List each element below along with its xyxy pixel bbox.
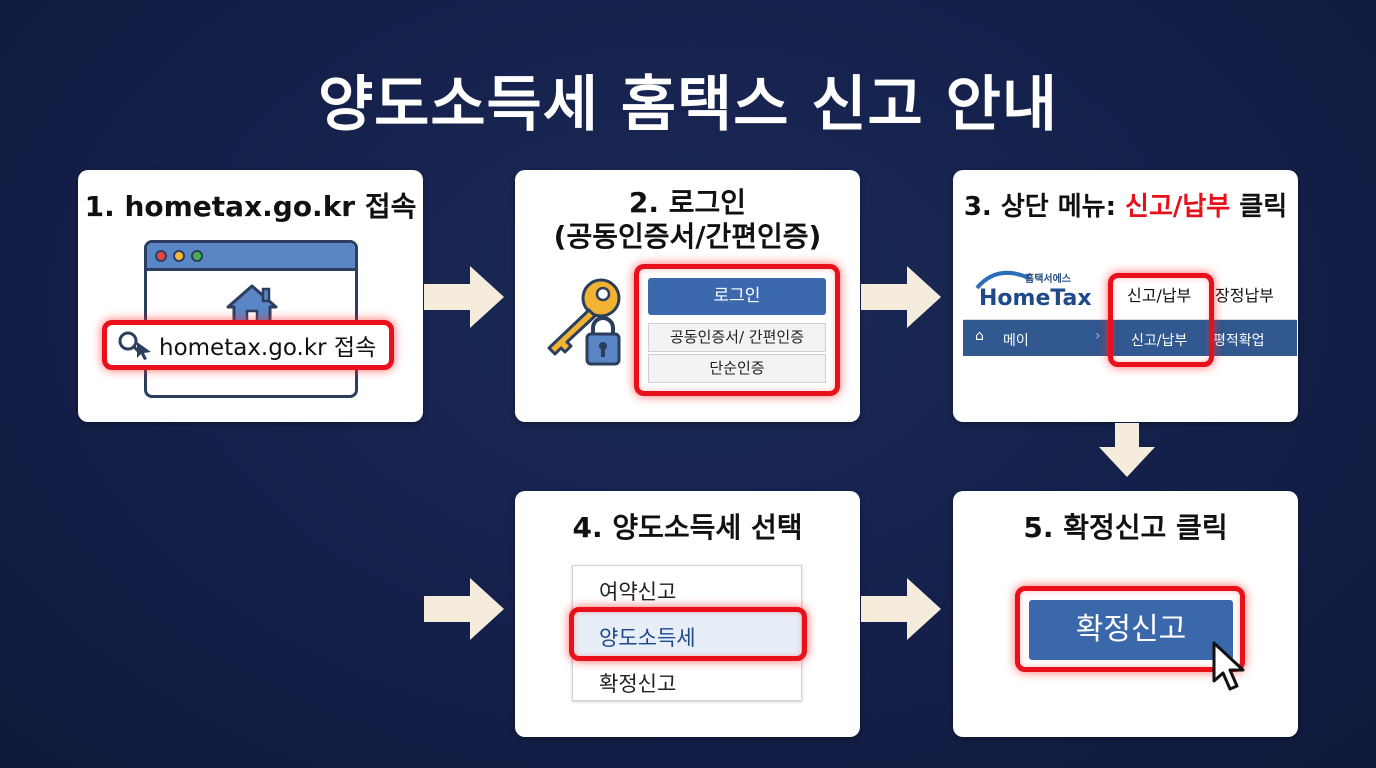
step-5-card: 5. 확정신고 클릭 확정신고 <box>953 491 1298 737</box>
close-dot <box>155 250 167 262</box>
login-highlight <box>634 264 840 396</box>
final-filing-button[interactable]: 확정신고 <box>1029 600 1233 660</box>
step-1-title: 1. hometax.go.kr 접속 <box>84 190 417 223</box>
step-3-card: 3. 상단 메뉴: 신고/납부 클릭 홈택서에스 HomeTax 신고/납부 장… <box>953 170 1298 422</box>
capital-gains-highlight <box>569 607 807 661</box>
step-3-title-highlight: 신고/납부 <box>1125 192 1231 222</box>
search-icon <box>118 331 151 360</box>
url-text: hometax.go.kr 접속 <box>159 335 377 361</box>
step-4-title: 4. 양도소득세 선택 <box>572 511 803 544</box>
home-icon: ⌂ <box>975 328 984 344</box>
step-1-card: 1. hometax.go.kr 접속 hometax.go.kr 접속 <box>78 170 423 422</box>
step-3-title-suffix: 클릭 <box>1230 192 1288 222</box>
menu-next-item[interactable]: 장정납부 <box>1215 286 1274 305</box>
menu-item-1[interactable]: 여약신고 <box>599 580 677 604</box>
nav-tax-filing[interactable]: 신고/납부 <box>1131 333 1188 349</box>
step-3-title-prefix: 3. 상단 메뉴: <box>963 192 1126 222</box>
chevron-right-icon: › <box>1095 328 1101 344</box>
arrow-down <box>1099 423 1155 477</box>
page-title: 양도소득세 홈택스 신고 안내 <box>317 70 1059 140</box>
url-input[interactable]: hometax.go.kr 접속 <box>102 320 394 370</box>
step-5-title: 5. 확정신고 클릭 <box>1023 511 1228 544</box>
arrow-right-2 <box>861 266 941 328</box>
menu-item-3[interactable]: 확정신고 <box>599 672 677 696</box>
tax-type-menu: 여약신고 양도소득세 확정신고 <box>572 565 802 701</box>
step-4-card: 4. 양도소득세 선택 여약신고 양도소득세 확정신고 <box>515 491 860 737</box>
tax-filing-highlight <box>1108 273 1214 367</box>
arrow-right-4 <box>861 578 941 640</box>
menu-item-capital-gains[interactable]: 양도소득세 <box>599 626 696 650</box>
maximize-dot <box>191 250 203 262</box>
step-2-card: 2. 로그인 (공동인증서/간편인증) 로그인 공동인증서/ 간편인증 단순인증 <box>515 170 860 422</box>
step-3-title: 3. 상단 메뉴: 신고/납부 클릭 <box>953 190 1298 224</box>
hometax-header: 홈택서에스 HomeTax 신고/납부 장정납부 <box>963 262 1297 320</box>
hometax-logo: HomeTax <box>979 286 1092 311</box>
step-2-subtitle: (공동인증서/간편인증) <box>553 220 822 253</box>
hometax-nav-bar: ⌂ 메이 › 신고/납부 평적확업 <box>963 320 1297 356</box>
step-2-title: 2. 로그인 <box>628 186 747 219</box>
key-lock-icon <box>547 278 621 366</box>
browser-title-bar <box>147 243 355 271</box>
browser-window <box>144 240 358 398</box>
cursor-icon <box>1212 641 1245 691</box>
minimize-dot <box>173 250 185 262</box>
login-button[interactable]: 로그인 <box>648 278 826 315</box>
arrow-right-3 <box>424 578 504 640</box>
hometax-logo-swoosh <box>975 270 1030 290</box>
menu-tax-filing[interactable]: 신고/납부 <box>1127 286 1192 305</box>
hometax-logo-small: 홈택서에스 <box>1025 274 1071 285</box>
nav-home[interactable]: 메이 <box>1003 333 1029 349</box>
home-icon <box>226 284 278 329</box>
nav-next[interactable]: 평적확업 <box>1213 333 1265 349</box>
arrow-right-1 <box>424 266 504 328</box>
confirm-highlight <box>1015 586 1245 672</box>
certificate-login-option[interactable]: 공동인증서/ 간편인증 <box>648 323 826 352</box>
menu-selection-bg <box>573 612 801 656</box>
simple-login-option[interactable]: 단순인증 <box>648 354 826 383</box>
